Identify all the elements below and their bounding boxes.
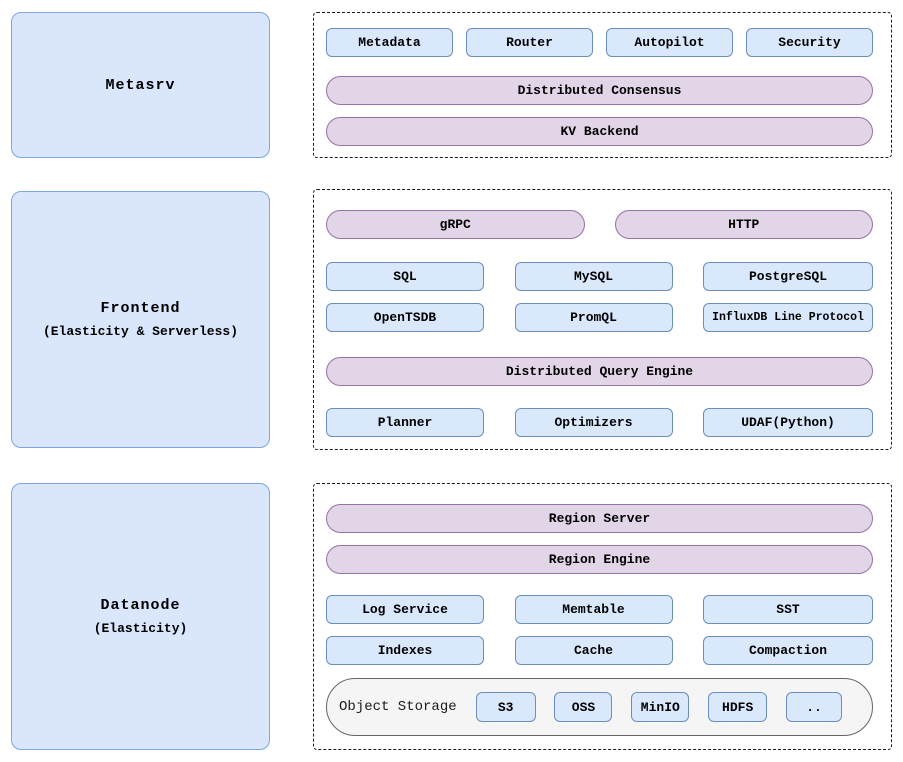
box-sst: SST <box>703 595 873 624</box>
box-opentsdb: OpenTSDB <box>326 303 484 332</box>
pill-grpc: gRPC <box>326 210 585 239</box>
pill-region-engine: Region Engine <box>326 545 873 574</box>
frontend-protocols-row-1: SQL MySQL PostgreSQL <box>326 262 873 291</box>
frontend-node-box: Frontend (Elasticity & Serverless) <box>11 191 270 448</box>
box-indexes: Indexes <box>326 636 484 665</box>
box-optimizers: Optimizers <box>514 408 673 437</box>
frontend-engine-components-row: Planner Optimizers UDAF(Python) <box>326 408 873 437</box>
datanode-storage-row-2: Indexes Cache Compaction <box>326 636 873 665</box>
box-hdfs: HDFS <box>708 692 768 722</box>
box-mysql: MySQL <box>514 262 673 291</box>
pill-region-server: Region Server <box>326 504 873 533</box>
metasrv-panel: Metadata Router Autopilot Security Distr… <box>313 12 892 158</box>
frontend-subtitle: (Elasticity & Serverless) <box>42 324 239 339</box>
pill-kv-backend: KV Backend <box>326 117 873 146</box>
datanode-subtitle: (Elasticity) <box>93 621 188 636</box>
datanode-title: Datanode <box>100 597 181 614</box>
box-influxdb-line-protocol: InfluxDB Line Protocol <box>703 303 873 332</box>
box-metadata: Metadata <box>326 28 453 57</box>
box-compaction: Compaction <box>703 636 873 665</box>
datanode-storage-row-1: Log Service Memtable SST <box>326 595 873 624</box>
box-memtable: Memtable <box>514 595 673 624</box>
box-others: .. <box>786 692 842 722</box>
box-oss: OSS <box>554 692 613 722</box>
box-router: Router <box>466 28 593 57</box>
pill-http: HTTP <box>614 210 873 239</box>
frontend-protocols-row-2: OpenTSDB PromQL InfluxDB Line Protocol <box>326 303 873 332</box>
box-sql: SQL <box>326 262 484 291</box>
box-cache: Cache <box>514 636 673 665</box>
box-planner: Planner <box>326 408 484 437</box>
box-promql: PromQL <box>514 303 673 332</box>
box-security: Security <box>746 28 873 57</box>
datanode-panel: Region Server Region Engine Log Service … <box>313 483 892 750</box>
box-autopilot: Autopilot <box>606 28 733 57</box>
box-postgresql: PostgreSQL <box>703 262 873 291</box>
box-minio: MinIO <box>631 692 690 722</box>
box-s3: S3 <box>475 692 536 722</box>
box-log-service: Log Service <box>326 595 484 624</box>
object-storage-label: Object Storage <box>339 699 457 715</box>
metasrv-components-row: Metadata Router Autopilot Security <box>326 28 873 57</box>
frontend-title: Frontend <box>100 300 181 317</box>
frontend-panel: gRPC HTTP SQL MySQL PostgreSQL OpenTSDB … <box>313 189 892 450</box>
object-storage-providers-row: S3 OSS MinIO HDFS .. <box>475 692 842 722</box>
datanode-node-box: Datanode (Elasticity) <box>11 483 270 750</box>
frontend-protocol-pills-row: gRPC HTTP <box>326 210 873 239</box>
pill-distributed-query-engine: Distributed Query Engine <box>326 357 873 386</box>
object-storage-group: Object Storage S3 OSS MinIO HDFS .. <box>326 678 873 736</box>
box-udaf-python: UDAF(Python) <box>703 408 873 437</box>
metasrv-node-box: Metasrv <box>11 12 270 158</box>
metasrv-title: Metasrv <box>105 76 176 94</box>
pill-distributed-consensus: Distributed Consensus <box>326 76 873 105</box>
